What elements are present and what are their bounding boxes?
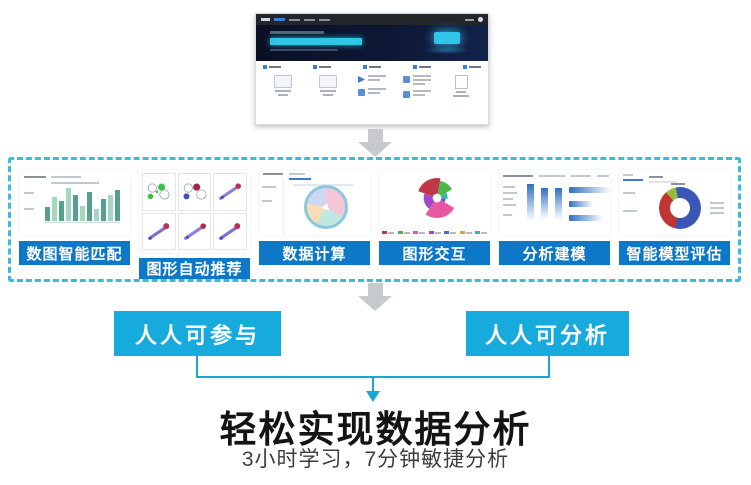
website-screenshot-preview — [255, 13, 489, 125]
scatter-grid-thumbnail — [139, 170, 250, 253]
rose-chart-thumbnail — [379, 170, 490, 236]
hero-kicker-placeholder — [270, 31, 324, 34]
feature-label-auto-recommend[interactable]: 图形自动推荐 — [139, 258, 250, 279]
conclusion-title: 轻松实现数据分析 — [219, 409, 532, 450]
gradient-bar — [569, 215, 603, 221]
site-nav-item-placeholder — [304, 18, 315, 21]
feature-cell-chart-interact: 图形交互 — [379, 170, 490, 279]
donut-eval-thumbnail — [619, 170, 730, 236]
hero-subtext-placeholder — [270, 49, 338, 51]
site-feature-headers — [263, 65, 481, 69]
evaluation-donut-chart — [659, 187, 701, 229]
site-logo-accent — [274, 18, 285, 21]
gradient-bar — [569, 187, 610, 193]
site-feature-col — [397, 75, 437, 101]
site-hero-banner — [256, 25, 488, 61]
hero-glow-logo — [434, 32, 460, 44]
site-user-text-placeholder — [465, 18, 474, 21]
feature-cell-auto-recommend: 图形自动推荐 — [139, 170, 250, 279]
site-feature-col — [308, 75, 348, 101]
feature-label-chart-interact[interactable]: 图形交互 — [379, 241, 490, 265]
down-arrow-icon — [358, 129, 392, 157]
site-nav-item-placeholder — [289, 18, 300, 21]
pastel-pie-chart — [304, 185, 348, 229]
tool-sidebar — [259, 178, 284, 236]
connector-lines — [196, 356, 550, 402]
rose-chart — [418, 178, 455, 219]
feature-label-model-eval[interactable]: 智能模型评估 — [619, 241, 730, 265]
conclusion-subtitle: 3小时学习，7分钟敏捷分析 — [241, 448, 510, 471]
feature-cell-analysis-modeling: 分析建模 — [499, 170, 610, 279]
gradient-bar — [569, 201, 593, 207]
mini-legend — [382, 231, 487, 234]
gradient-bar — [541, 188, 548, 220]
site-feature-col — [441, 75, 481, 101]
capability-box: 数图智能匹配 — [8, 157, 741, 282]
outcome-button-participate[interactable]: 人人可参与 — [114, 311, 281, 356]
feature-label-smart-match[interactable]: 数图智能匹配 — [19, 241, 130, 265]
feature-cell-data-compute: 数据计算 — [259, 170, 370, 279]
feature-cell-model-eval: 智能模型评估 — [619, 170, 730, 279]
mini-bar-chart — [45, 188, 120, 223]
document-icon — [454, 75, 468, 89]
feature-cell-smart-match: 数图智能匹配 — [19, 170, 130, 279]
pie-tool-thumbnail — [259, 170, 370, 236]
modeling-table-thumbnail — [499, 170, 610, 236]
hero-glow-shadow — [424, 46, 470, 54]
site-avatar-icon — [478, 17, 483, 22]
site-nav-item-placeholder — [319, 18, 330, 21]
site-feature-col — [352, 75, 392, 101]
gradient-bar — [527, 184, 534, 222]
gradient-bar — [555, 188, 562, 220]
site-feature-col — [263, 75, 303, 101]
feature-label-data-compute[interactable]: 数据计算 — [259, 241, 370, 265]
bar-chart-thumbnail — [19, 170, 130, 236]
site-logo — [261, 18, 270, 21]
feature-label-analysis-modeling[interactable]: 分析建模 — [499, 241, 610, 265]
hero-headline-placeholder — [270, 38, 362, 45]
site-navbar — [256, 14, 488, 25]
down-arrow-icon — [358, 283, 392, 311]
arrowhead-icon — [366, 391, 380, 402]
site-feature-section — [256, 61, 488, 101]
outcome-button-analyze[interactable]: 人人可分析 — [466, 311, 629, 356]
site-feature-body — [263, 75, 481, 101]
